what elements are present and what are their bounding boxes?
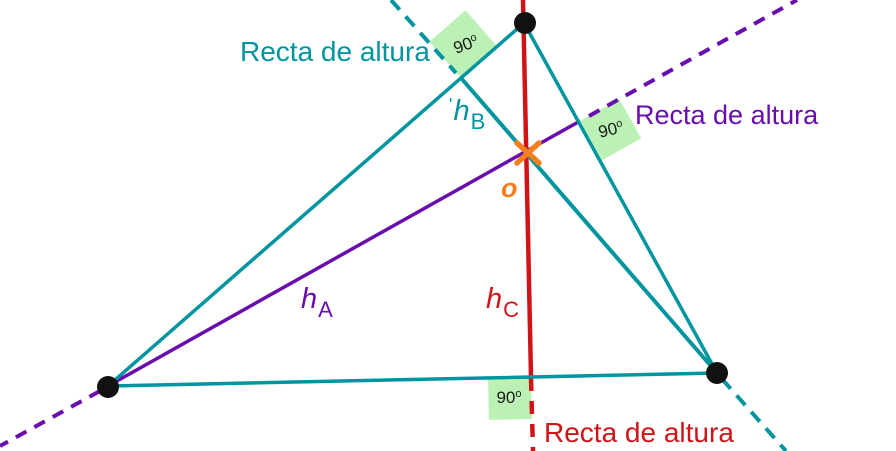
triangle-side-right: [522, 21, 719, 375]
ha-subscript: A: [318, 297, 333, 322]
altitude-line-label-purple: Recta de altura: [635, 100, 819, 130]
orthocenter-x-marker: [514, 140, 542, 166]
hc-main: h: [486, 283, 503, 315]
altitude-line-label-teal: Recta de altura: [240, 36, 430, 67]
altitude-label-hc: hC: [486, 283, 519, 323]
altitude-label-ha: hA: [301, 283, 333, 323]
altitude-line-label-red: Recta de altura: [544, 417, 734, 448]
x-marker-stroke-2: [514, 140, 542, 166]
altitude-ha-extension-bottomleft-dashed: [0, 389, 101, 448]
triangle-side-bottom: [106, 371, 719, 388]
altitude-ha-line: [107, 119, 581, 388]
vertex-point-bottom-left: [97, 376, 119, 398]
altitude-label-hb: 'hB: [449, 95, 485, 135]
altitude-hb-extension-bottom-dashed: [720, 377, 788, 451]
angle-3-value: 90: [496, 388, 516, 407]
altitude-hc-extension-bottom-dashed: [528, 377, 536, 451]
hc-subscript: C: [503, 297, 520, 322]
ha-main: h: [301, 283, 318, 315]
triangle-side-left: [106, 21, 526, 388]
right-angle-square-hc-foot: [488, 375, 532, 420]
vertex-point-bottom-right: [706, 362, 728, 384]
hb-subscript: B: [470, 109, 486, 134]
vertex-point-top: [514, 12, 536, 34]
angle-3-sup: o: [515, 388, 522, 400]
hb-tick: ': [449, 95, 453, 115]
altitude-ha-extension-topright-dashed: [588, 0, 798, 118]
orthocenter-label: o: [501, 173, 518, 203]
hb-main: h: [453, 95, 470, 127]
altitude-hc-line: [520, 0, 534, 377]
altitude-hb-line: [459, 76, 719, 375]
altitude-hb-extension-top-dashed: [389, 0, 458, 75]
angle-label-hc-foot: 90o: [496, 388, 521, 408]
